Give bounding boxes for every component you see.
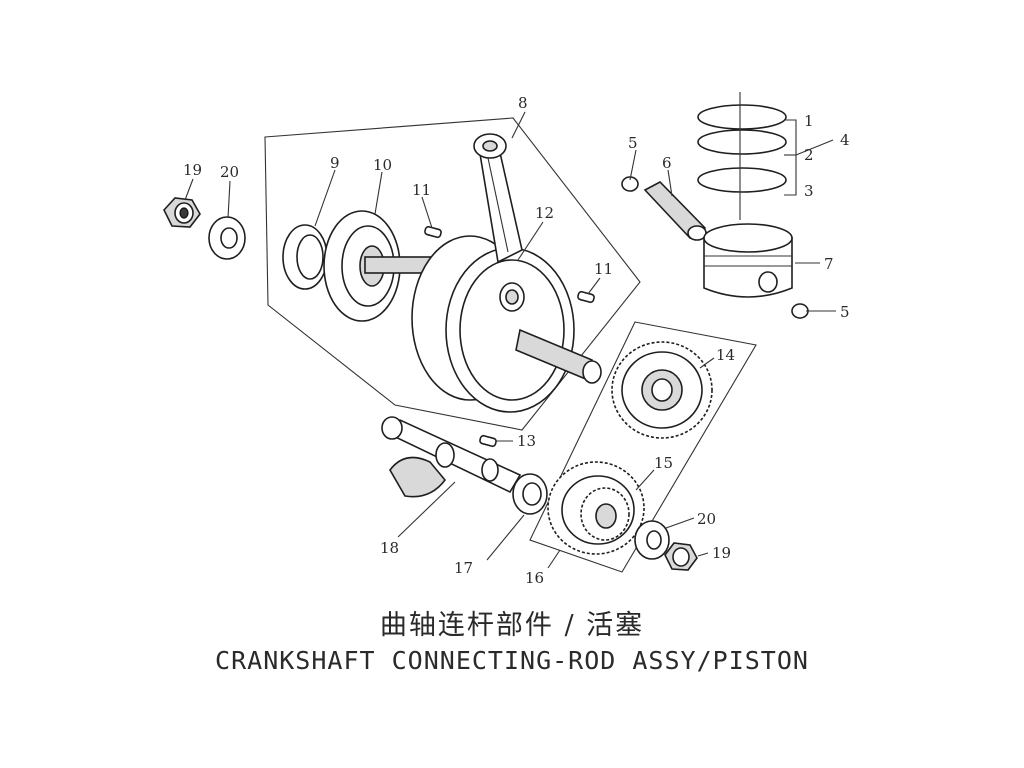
circlip-upper [621, 176, 639, 192]
callout-11-upper: 11 [412, 181, 431, 199]
hex-nut-left [163, 197, 201, 228]
callout-19-right: 19 [712, 544, 731, 562]
callout-6: 6 [662, 154, 672, 172]
right-shaft [515, 328, 602, 384]
diagram-title-english: CRANKSHAFT CONNECTING-ROD ASSY/PISTON [215, 646, 809, 675]
callout-20-left: 20 [220, 163, 239, 181]
callout-11-right: 11 [594, 260, 613, 278]
gear-group-outline [529, 321, 757, 573]
callout-17: 17 [454, 559, 473, 577]
callout-14: 14 [716, 346, 735, 364]
connecting-rod [473, 133, 523, 264]
callout-4: 4 [840, 131, 850, 149]
callout-9: 9 [330, 154, 340, 172]
piston-rings [697, 92, 787, 220]
callout-15: 15 [654, 454, 673, 472]
callout-1: 1 [804, 112, 814, 130]
callout-19-left: 19 [183, 161, 202, 179]
gear-14 [611, 341, 713, 439]
key-right [577, 290, 595, 304]
callout-13: 13 [517, 432, 536, 450]
gear-15 [547, 461, 645, 555]
callout-5-lower: 5 [840, 303, 850, 321]
balancer-shaft [381, 416, 522, 498]
key-13 [479, 434, 497, 448]
crankshaft-flywheel [411, 235, 575, 413]
callout-16: 16 [525, 569, 544, 587]
callout-2: 2 [804, 146, 814, 164]
crankshaft-group-outline [264, 117, 641, 431]
callout-10: 10 [373, 156, 392, 174]
leader-lines [184, 111, 836, 569]
callout-18: 18 [380, 539, 399, 557]
circlip-lower [791, 303, 809, 319]
piston-pin [643, 181, 707, 241]
balancer-bearing [512, 473, 548, 515]
callout-8: 8 [518, 94, 528, 112]
diagram-title-chinese: 曲轴连杆部件 / 活塞 [379, 610, 645, 641]
hex-nut-right [664, 542, 698, 571]
oil-seal [282, 224, 328, 290]
key-upper [424, 225, 442, 239]
washer-right [634, 520, 670, 560]
callout-5-upper: 5 [628, 134, 638, 152]
callout-20-right: 20 [697, 510, 716, 528]
callout-3: 3 [804, 182, 814, 200]
callout-12: 12 [535, 204, 554, 222]
washer-left [208, 216, 246, 260]
piston [703, 223, 793, 298]
callout-7: 7 [824, 255, 834, 273]
